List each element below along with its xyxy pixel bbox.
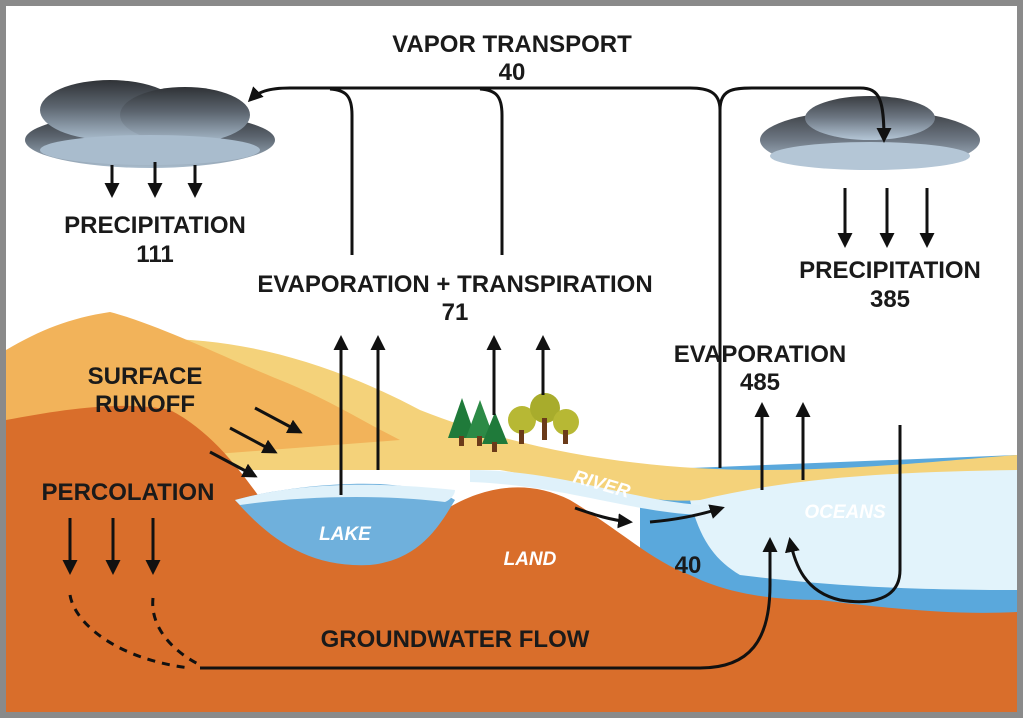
evap-transp-arrows [333, 335, 551, 495]
percolation-arrows [62, 518, 201, 670]
ocean-evap-arrows [754, 402, 902, 604]
land-body [6, 405, 1017, 712]
precip-left-arrows [104, 162, 203, 198]
oceans-label: OCEANS [804, 502, 886, 523]
groundwater-flow-arrow [200, 537, 778, 670]
ocean-surface [690, 468, 1017, 590]
cloud-left [25, 80, 275, 168]
vapor-transport-label: VAPOR TRANSPORT [392, 31, 632, 58]
runoff-value: 40 [675, 552, 702, 579]
groundwater-flow-label: GROUNDWATER FLOW [321, 626, 590, 653]
vapor-transport-arrows [247, 86, 892, 468]
land-label: LAND [504, 549, 557, 570]
vapor-transport-value: 40 [499, 59, 526, 86]
trees [448, 393, 579, 452]
percolation-label: PERCOLATION [42, 479, 215, 506]
surface-runoff-arrows [209, 406, 303, 478]
lake-surface [235, 484, 455, 505]
precip-right-arrows [837, 188, 935, 248]
evap-transp-label: EVAPORATION + TRANSPIRATION [257, 271, 652, 298]
evap-transp-value: 71 [442, 299, 469, 326]
precip-left-label: PRECIPITATION [64, 212, 246, 239]
precip-right-value: 385 [870, 286, 910, 313]
lake-water [235, 483, 455, 566]
river-water [470, 470, 700, 515]
cloud-right [760, 96, 980, 170]
evaporation-label: EVAPORATION [674, 341, 846, 368]
surface-runoff-label-2: RUNOFF [95, 391, 195, 418]
evaporation-value: 485 [740, 369, 780, 396]
lake-label: LAKE [319, 524, 372, 545]
precip-right-label: PRECIPITATION [799, 257, 981, 284]
river-flow-arrows [574, 504, 725, 529]
diagram-canvas: VAPOR TRANSPORT 40 PRECIPITATION 111 EVA… [6, 31, 1017, 712]
surface-runoff-label-1: SURFACE [88, 363, 203, 390]
precip-left-value: 111 [136, 241, 173, 268]
